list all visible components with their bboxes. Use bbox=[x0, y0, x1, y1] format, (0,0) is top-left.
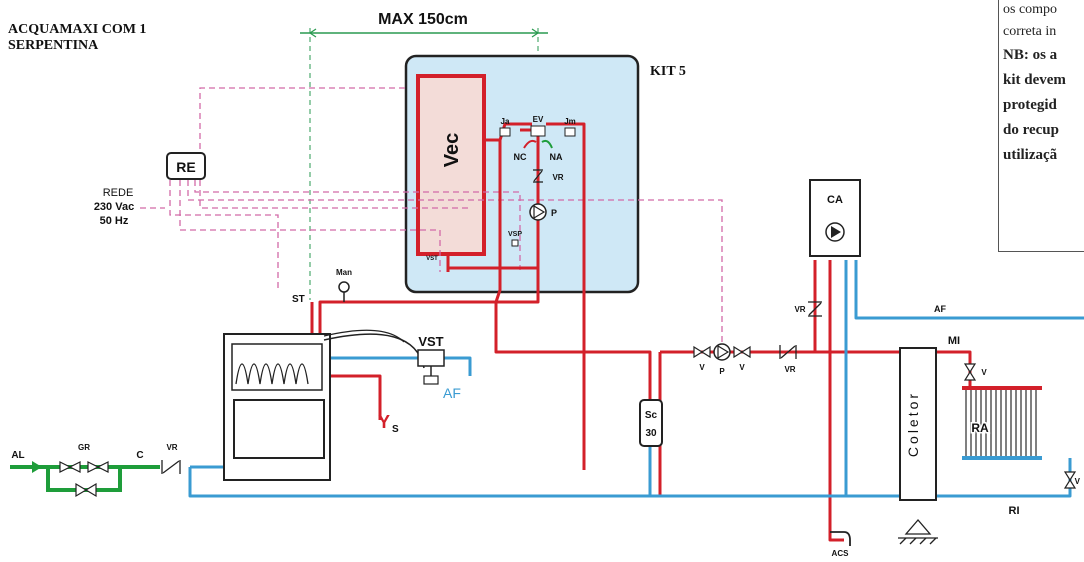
diagram-title: ACQUAMAXI COM 1 SERPENTINA bbox=[8, 22, 147, 53]
ra-label: RA bbox=[971, 421, 989, 435]
sc-30-label: 30 bbox=[645, 428, 657, 439]
v-label-1: V bbox=[699, 363, 705, 372]
vst-small-label: VST bbox=[426, 256, 438, 262]
vst-label: VST bbox=[418, 334, 443, 349]
v-label-mi: V bbox=[981, 368, 987, 377]
af-label-right: AF bbox=[934, 304, 946, 314]
check-valve-inlet bbox=[161, 460, 181, 474]
pump-icon-main bbox=[713, 343, 731, 361]
af-label-boiler: AF bbox=[443, 385, 461, 401]
ri-label: RI bbox=[1009, 505, 1020, 517]
ja-label: Ja bbox=[501, 117, 510, 126]
note-bold-1: NB: os a bbox=[1003, 47, 1058, 63]
ca-unit bbox=[809, 179, 861, 257]
vec-tank bbox=[416, 74, 486, 256]
jm-vent bbox=[564, 127, 576, 137]
cold-water-piping bbox=[188, 260, 1084, 498]
sc-label: Sc bbox=[645, 410, 658, 421]
ca-pump-icon bbox=[825, 222, 845, 242]
ground-support-icon bbox=[898, 519, 938, 545]
max-dimension-label: MAX 150cm bbox=[378, 11, 468, 28]
note-bold-2: kit devem bbox=[1003, 72, 1066, 88]
ca-label: CA bbox=[827, 194, 843, 206]
re-label: RE bbox=[176, 159, 195, 175]
rede-label-3: 50 Hz bbox=[100, 215, 129, 227]
vsp-label: VSP bbox=[508, 231, 522, 238]
nc-arc bbox=[523, 139, 537, 149]
ri-valve bbox=[1063, 471, 1077, 489]
s-label: S bbox=[392, 424, 399, 435]
coil-icon bbox=[235, 363, 309, 385]
st-label: ST bbox=[292, 294, 305, 305]
c-label: C bbox=[136, 450, 143, 461]
note-bold-3: protegid bbox=[1003, 97, 1057, 113]
valve-icon bbox=[59, 461, 109, 498]
na-label: NA bbox=[550, 152, 563, 162]
mi-label: MI bbox=[948, 335, 960, 347]
vec-label: Vec bbox=[441, 133, 463, 167]
vst-valve bbox=[417, 349, 445, 385]
kit-label: KIT 5 bbox=[650, 64, 686, 79]
sc30-exchanger bbox=[639, 399, 663, 447]
vr-label-ca: VR bbox=[794, 305, 805, 314]
check-valve-icon bbox=[533, 169, 543, 183]
na-arc bbox=[541, 139, 553, 149]
vr-label-inlet: VR bbox=[166, 443, 177, 452]
radiator bbox=[965, 390, 1037, 456]
coletor bbox=[899, 347, 937, 501]
note-line-2: correta in bbox=[1003, 24, 1057, 39]
check-valve-ca bbox=[808, 301, 822, 317]
al-arrow bbox=[32, 461, 42, 473]
check-valve-main bbox=[779, 345, 797, 359]
vr-label-main: VR bbox=[784, 365, 795, 374]
man-label: Man bbox=[336, 268, 352, 277]
ev-valve bbox=[530, 125, 546, 137]
jm-label: Jm bbox=[564, 117, 576, 126]
p-label-main: P bbox=[719, 367, 725, 376]
rede-label-2: 230 Vac bbox=[94, 201, 134, 213]
v-label-2: V bbox=[739, 363, 745, 372]
al-label: AL bbox=[11, 450, 24, 461]
rede-label-1: REDE bbox=[103, 187, 134, 199]
ev-label: EV bbox=[533, 115, 544, 124]
ja-vent bbox=[499, 127, 511, 137]
vr-label-kit: VR bbox=[552, 173, 563, 182]
nc-label: NC bbox=[514, 152, 527, 162]
drain-tap-icon bbox=[830, 531, 851, 546]
gr-label: GR bbox=[78, 443, 90, 452]
coletor-label: Coletor bbox=[905, 391, 921, 457]
re-box bbox=[166, 152, 206, 180]
p-label-kit: P bbox=[551, 208, 557, 218]
note-line-1: os compo bbox=[1003, 2, 1058, 17]
electric-wiring bbox=[140, 87, 723, 345]
y-symbol: Y bbox=[378, 412, 390, 432]
note-bold-5: utilizaçã bbox=[1003, 147, 1058, 163]
boiler bbox=[223, 329, 425, 481]
note-box: os compo correta in NB: os a kit devem p… bbox=[998, 0, 1084, 252]
acs-label: ACS bbox=[832, 549, 850, 558]
vsp-valve bbox=[511, 239, 519, 247]
v-label-ri: V bbox=[1075, 477, 1081, 486]
hot-water-piping bbox=[310, 122, 1042, 542]
pump-icon bbox=[529, 203, 547, 221]
mi-valve bbox=[963, 363, 977, 381]
pressure-gauge-icon bbox=[338, 281, 350, 302]
note-bold-4: do recup bbox=[1003, 122, 1059, 138]
pump-line-valves bbox=[693, 345, 751, 359]
